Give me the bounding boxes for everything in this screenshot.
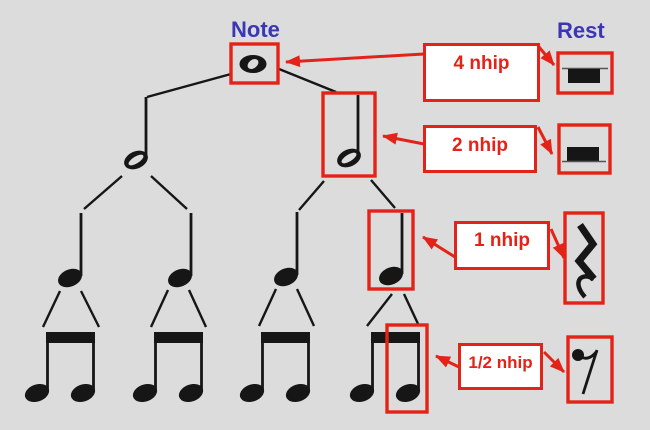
duration-label-half-nhip: 1/2 nhip (458, 343, 543, 390)
highlight-box-quarter-rest (563, 211, 605, 305)
eighth-note-pair-4 (349, 332, 421, 403)
highlight-boxes (229, 42, 614, 414)
eighth-note-pair-2 (132, 332, 204, 403)
arrow-2nhip-to-half-rest (536, 126, 554, 155)
highlight-box-whole-rest (556, 51, 614, 95)
whole-note (239, 55, 267, 73)
half-rest (562, 147, 606, 163)
duration-label-4-nhip: 4 nhip (423, 43, 540, 102)
tree-branches (41, 67, 421, 328)
eighth-rest (572, 349, 599, 395)
quarter-note-1 (58, 213, 83, 288)
duration-label-1-nhip: 1 nhip (454, 221, 550, 270)
duration-label-half-nhip-text: 1/2 nhip (468, 353, 533, 372)
half-note-right (337, 95, 361, 168)
arrow-halfnhip-to-eighth-rest (542, 350, 566, 374)
highlight-box-eighth-note (385, 323, 429, 414)
eighth-note-pair-1 (24, 332, 96, 403)
highlight-box-quarter-note (367, 209, 415, 291)
quarter-note-3 (274, 212, 299, 287)
quarter-note-2 (168, 213, 193, 288)
highlight-box-eighth-rest (566, 335, 614, 404)
eighth-note-pair-3 (239, 332, 311, 403)
half-note-left (124, 97, 148, 170)
arrow-2nhip-to-half-note (382, 132, 425, 146)
duration-label-2-nhip-text: 2 nhip (452, 135, 508, 156)
arrow-4nhip-to-whole-note (285, 52, 425, 68)
highlight-box-half-rest (557, 123, 612, 175)
duration-label-1-nhip-text: 1 nhip (474, 230, 530, 251)
arrow-1nhip-to-quarter-rest (549, 228, 566, 259)
duration-label-2-nhip: 2 nhip (423, 125, 537, 173)
arrow-halfnhip-to-eighth-note (435, 354, 460, 369)
label-arrows (285, 46, 566, 374)
note-column-header: Note (231, 17, 280, 42)
arrow-4nhip-to-whole-rest (537, 46, 556, 66)
rest-column-header: Rest (557, 18, 605, 43)
duration-label-4-nhip-text: 4 nhip (453, 53, 510, 74)
highlight-box-whole-note (229, 42, 280, 85)
highlight-box-half-note (321, 91, 377, 178)
quarter-rest (574, 223, 598, 299)
quarter-note-4 (379, 213, 404, 286)
arrow-1nhip-to-quarter-note (422, 235, 456, 259)
whole-rest (562, 67, 608, 83)
